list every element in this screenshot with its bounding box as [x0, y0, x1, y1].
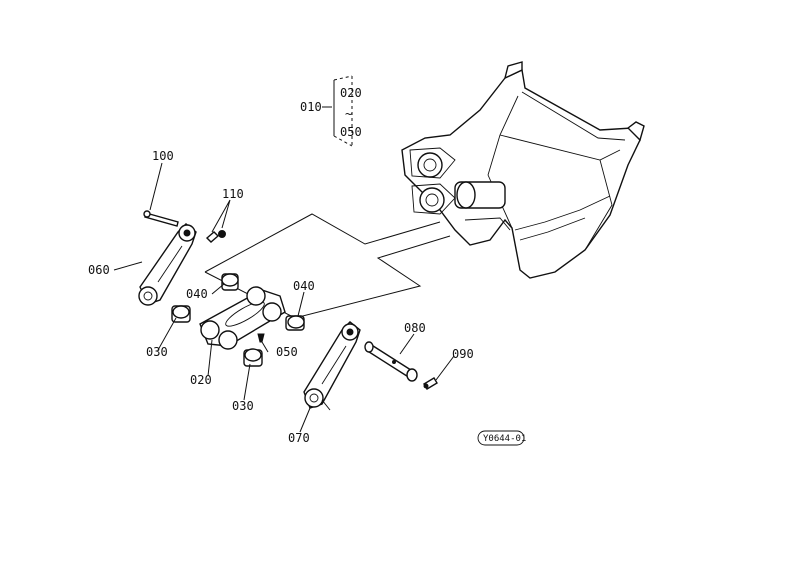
bushing-030-left	[171, 305, 191, 323]
bolt-090	[423, 377, 438, 390]
grease-fitting-050	[257, 333, 265, 343]
figure-code-text: Y0644-01	[483, 434, 526, 444]
label-090: 090	[452, 347, 474, 361]
bolt-100	[143, 210, 179, 227]
label-050: 050	[276, 345, 298, 359]
bushing-040-right	[285, 315, 305, 331]
bushing-040-left	[221, 273, 239, 291]
link-070	[303, 321, 361, 409]
bushing-030-bottom	[243, 348, 263, 367]
pin-080	[364, 341, 418, 382]
label-100: 100	[152, 149, 174, 163]
nut-110	[205, 230, 226, 243]
assembly-range-end: 050	[340, 125, 362, 139]
label-030-left: 030	[146, 345, 168, 359]
assembly-range-start: 020	[340, 86, 362, 100]
bushings	[171, 273, 305, 367]
figure-code: Y0644-01	[477, 430, 526, 446]
label-040-right: 040	[293, 279, 315, 293]
label-060: 060	[88, 263, 110, 277]
leader-lines	[113, 162, 455, 433]
label-070: 070	[288, 431, 310, 445]
assembly-range-tilde: ~	[345, 107, 352, 121]
bucket	[401, 61, 645, 279]
label-030-bottom: 030	[232, 399, 254, 413]
assembly-callout: 010 020 ~ 050	[300, 75, 362, 147]
link-020	[199, 286, 286, 350]
label-020: 020	[190, 373, 212, 387]
assembly-label: 010	[300, 100, 322, 114]
part-labels: 100 110 060 040 040 030 020 050 030 070 …	[88, 149, 474, 445]
label-040-left: 040	[186, 287, 208, 301]
label-080: 080	[404, 321, 426, 335]
label-110: 110	[222, 187, 244, 201]
link-060	[138, 223, 197, 306]
